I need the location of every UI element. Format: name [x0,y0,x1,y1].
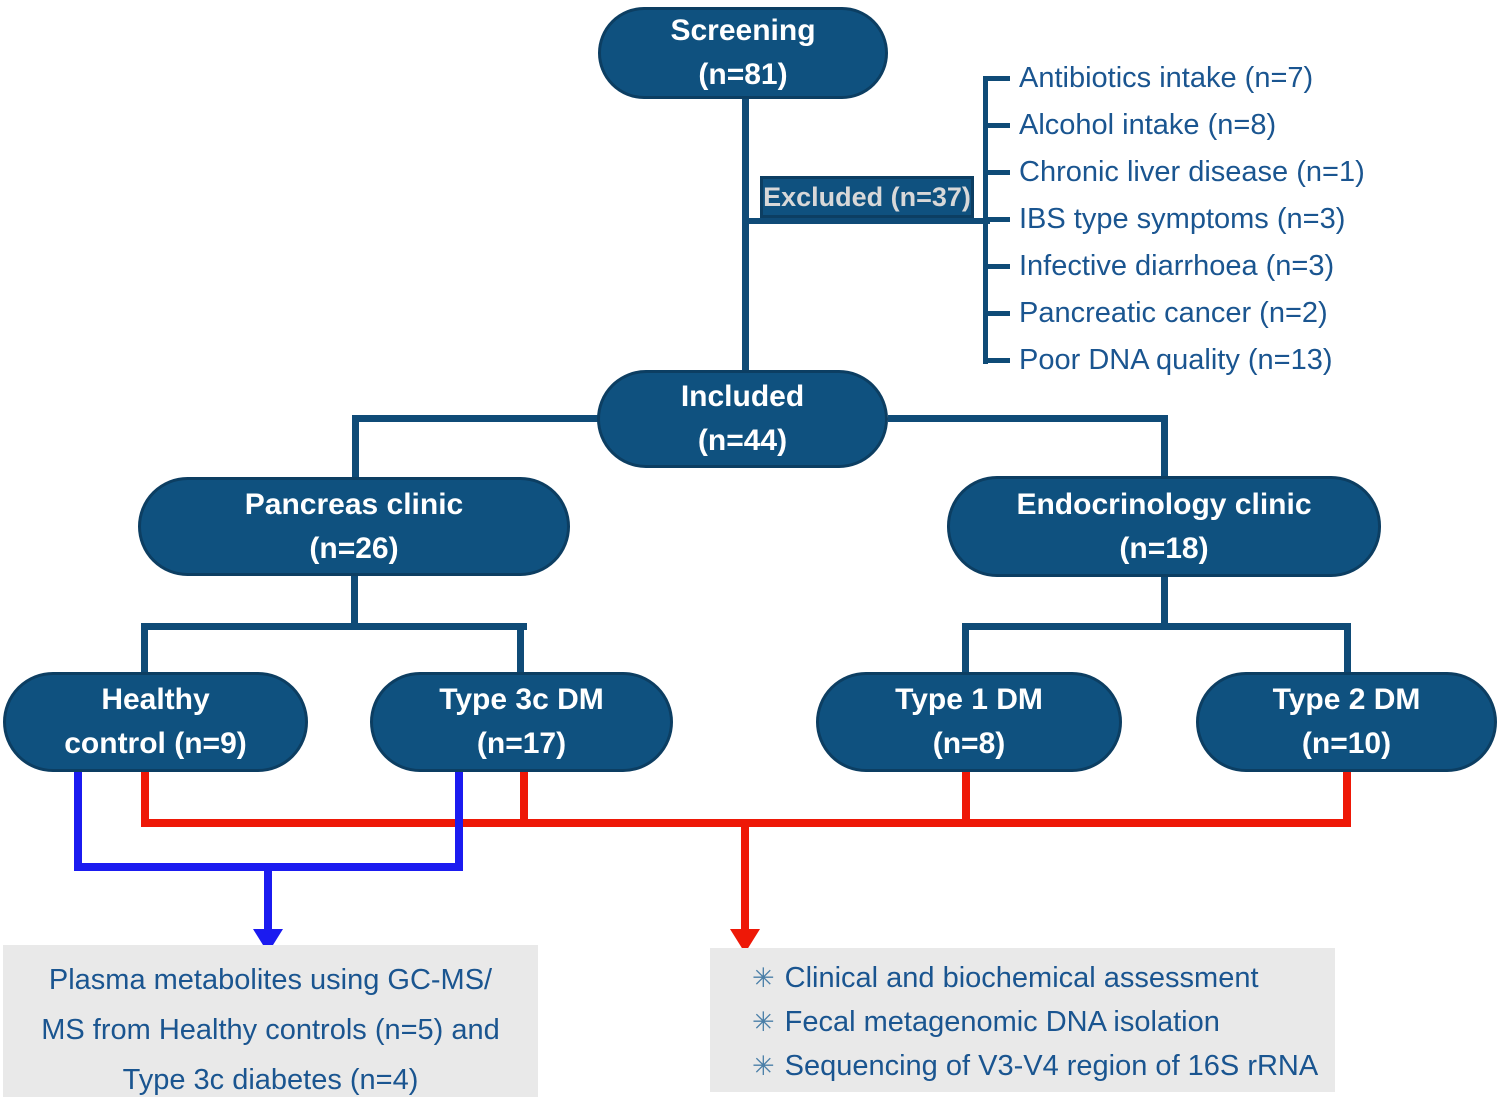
line-drop-pancreas [352,415,359,479]
node-healthy-control-label: Healthy [101,683,210,716]
node-type2-dm: Type 2 DM (n=10) [1196,672,1497,772]
metabolites-panel: Plasma metabolites using GC-MS/ MS from … [3,945,538,1097]
bracket-tick [983,311,1010,316]
node-healthy-control-count: control (n=9) [64,727,247,760]
assessment-item: ✳ Clinical and biochemical assessment [752,956,1335,1000]
bracket-tick [983,217,1010,222]
exclusion-reason: IBS type symptoms (n=3) [983,196,1365,243]
red-arrow-stem [741,819,749,931]
metabolites-panel-line: Plasma metabolites using GC-MS/ [48,964,493,996]
asterisk-bullet-icon: ✳ [752,962,775,993]
line-endocrinology-split [962,623,1351,630]
exclusion-reason: Poor DNA quality (n=13) [983,337,1365,384]
node-endocrinology-clinic: Endocrinology clinic (n=18) [947,476,1381,577]
node-type1-dm: Type 1 DM (n=8) [816,672,1122,772]
node-pancreas-clinic: Pancreas clinic (n=26) [138,477,570,576]
node-endocrinology-clinic-count: (n=18) [1119,531,1209,565]
node-endocrinology-clinic-label: Endocrinology clinic [1016,487,1312,521]
exclusion-reason-label: Antibiotics intake (n=7) [1019,62,1314,94]
bracket-tick [983,76,1010,81]
exclusion-reason: Alcohol intake (n=8) [983,102,1365,149]
excluded-badge-label: Excluded (n=37) [763,181,971,212]
metabolites-panel-line: MS from Healthy controls (n=5) and [41,1014,500,1046]
assessment-item-label: Clinical and biochemical assessment [784,961,1259,994]
line-drop-endocrinology [1161,415,1168,478]
red-line-from-type1 [962,770,970,827]
line-pancreas-split [141,623,527,630]
node-included: Included (n=44) [597,370,888,468]
line-drop-healthy [141,623,148,674]
assessment-item-label: Sequencing of V3-V4 region of 16S rRNA [784,1049,1319,1082]
line-pancreas-down [351,574,358,630]
node-pancreas-clinic-label: Pancreas clinic [244,487,464,521]
asterisk-bullet-icon: ✳ [752,1006,775,1037]
line-screening-to-included [742,98,749,372]
node-screening-label: Screening [670,14,816,47]
bracket-tick [983,123,1010,128]
red-line-from-type2 [1343,770,1351,827]
red-line-from-type3c [520,770,528,827]
exclusion-reason-label: Alcohol intake (n=8) [1019,109,1277,141]
exclusion-reason: Antibiotics intake (n=7) [983,55,1365,102]
exclusion-reason-list: Antibiotics intake (n=7) Alcohol intake … [983,55,1365,384]
line-endocrinology-down [1161,575,1168,630]
exclusion-reason: Chronic liver disease (n=1) [983,149,1365,196]
line-drop-type2 [1344,623,1351,674]
node-type1-dm-label: Type 1 DM [895,683,1043,716]
blue-arrow-stem [264,863,272,931]
node-included-label: Included [680,380,805,413]
line-excluded-branch [742,218,990,224]
exclusion-reason-label: Chronic liver disease (n=1) [1019,156,1365,188]
assessment-item: ✳ Sequencing of V3-V4 region of 16S rRNA [752,1044,1335,1088]
assessment-item-label: Fecal metagenomic DNA isolation [784,1005,1220,1038]
bracket-tick [983,264,1010,269]
node-screening: Screening (n=81) [598,7,888,99]
node-type1-dm-count: (n=8) [932,727,1006,760]
line-drop-type3c [517,623,524,674]
node-screening-count: (n=81) [698,58,788,91]
excluded-badge: Excluded (n=37) [760,176,974,218]
node-type3c-dm: Type 3c DM (n=17) [370,672,673,772]
line-included-left [352,415,598,422]
exclusion-reason: Pancreatic cancer (n=2) [983,290,1365,337]
assessment-item: ✳ Fecal metagenomic DNA isolation [752,1000,1335,1044]
assessments-panel: ✳ Clinical and biochemical assessment ✳ … [710,948,1335,1092]
metabolites-panel-line: Type 3c diabetes (n=4) [122,1064,419,1096]
line-drop-type1 [962,623,969,674]
node-type2-dm-label: Type 2 DM [1272,683,1421,716]
line-included-right [888,415,1168,422]
bracket-tick [983,170,1010,175]
node-type3c-dm-count: (n=17) [476,727,567,760]
node-included-count: (n=44) [697,424,788,457]
node-pancreas-clinic-count: (n=26) [309,531,399,565]
exclusion-reason-label: Infective diarrhoea (n=3) [1019,250,1335,282]
blue-line-from-healthy [74,770,82,871]
node-healthy-control: Healthy control (n=9) [3,672,308,772]
node-type2-dm-count: (n=10) [1301,727,1392,760]
exclusion-reason-label: Poor DNA quality (n=13) [1019,344,1333,376]
asterisk-bullet-icon: ✳ [752,1050,775,1081]
exclusion-reason-label: Pancreatic cancer (n=2) [1019,297,1328,329]
exclusion-reason-label: IBS type symptoms (n=3) [1019,203,1346,235]
bracket-tick [983,358,1010,363]
blue-line-from-type3c [455,770,463,871]
red-line-from-healthy [141,770,149,827]
node-type3c-dm-label: Type 3c DM [439,683,604,716]
exclusion-reason: Infective diarrhoea (n=3) [983,243,1365,290]
